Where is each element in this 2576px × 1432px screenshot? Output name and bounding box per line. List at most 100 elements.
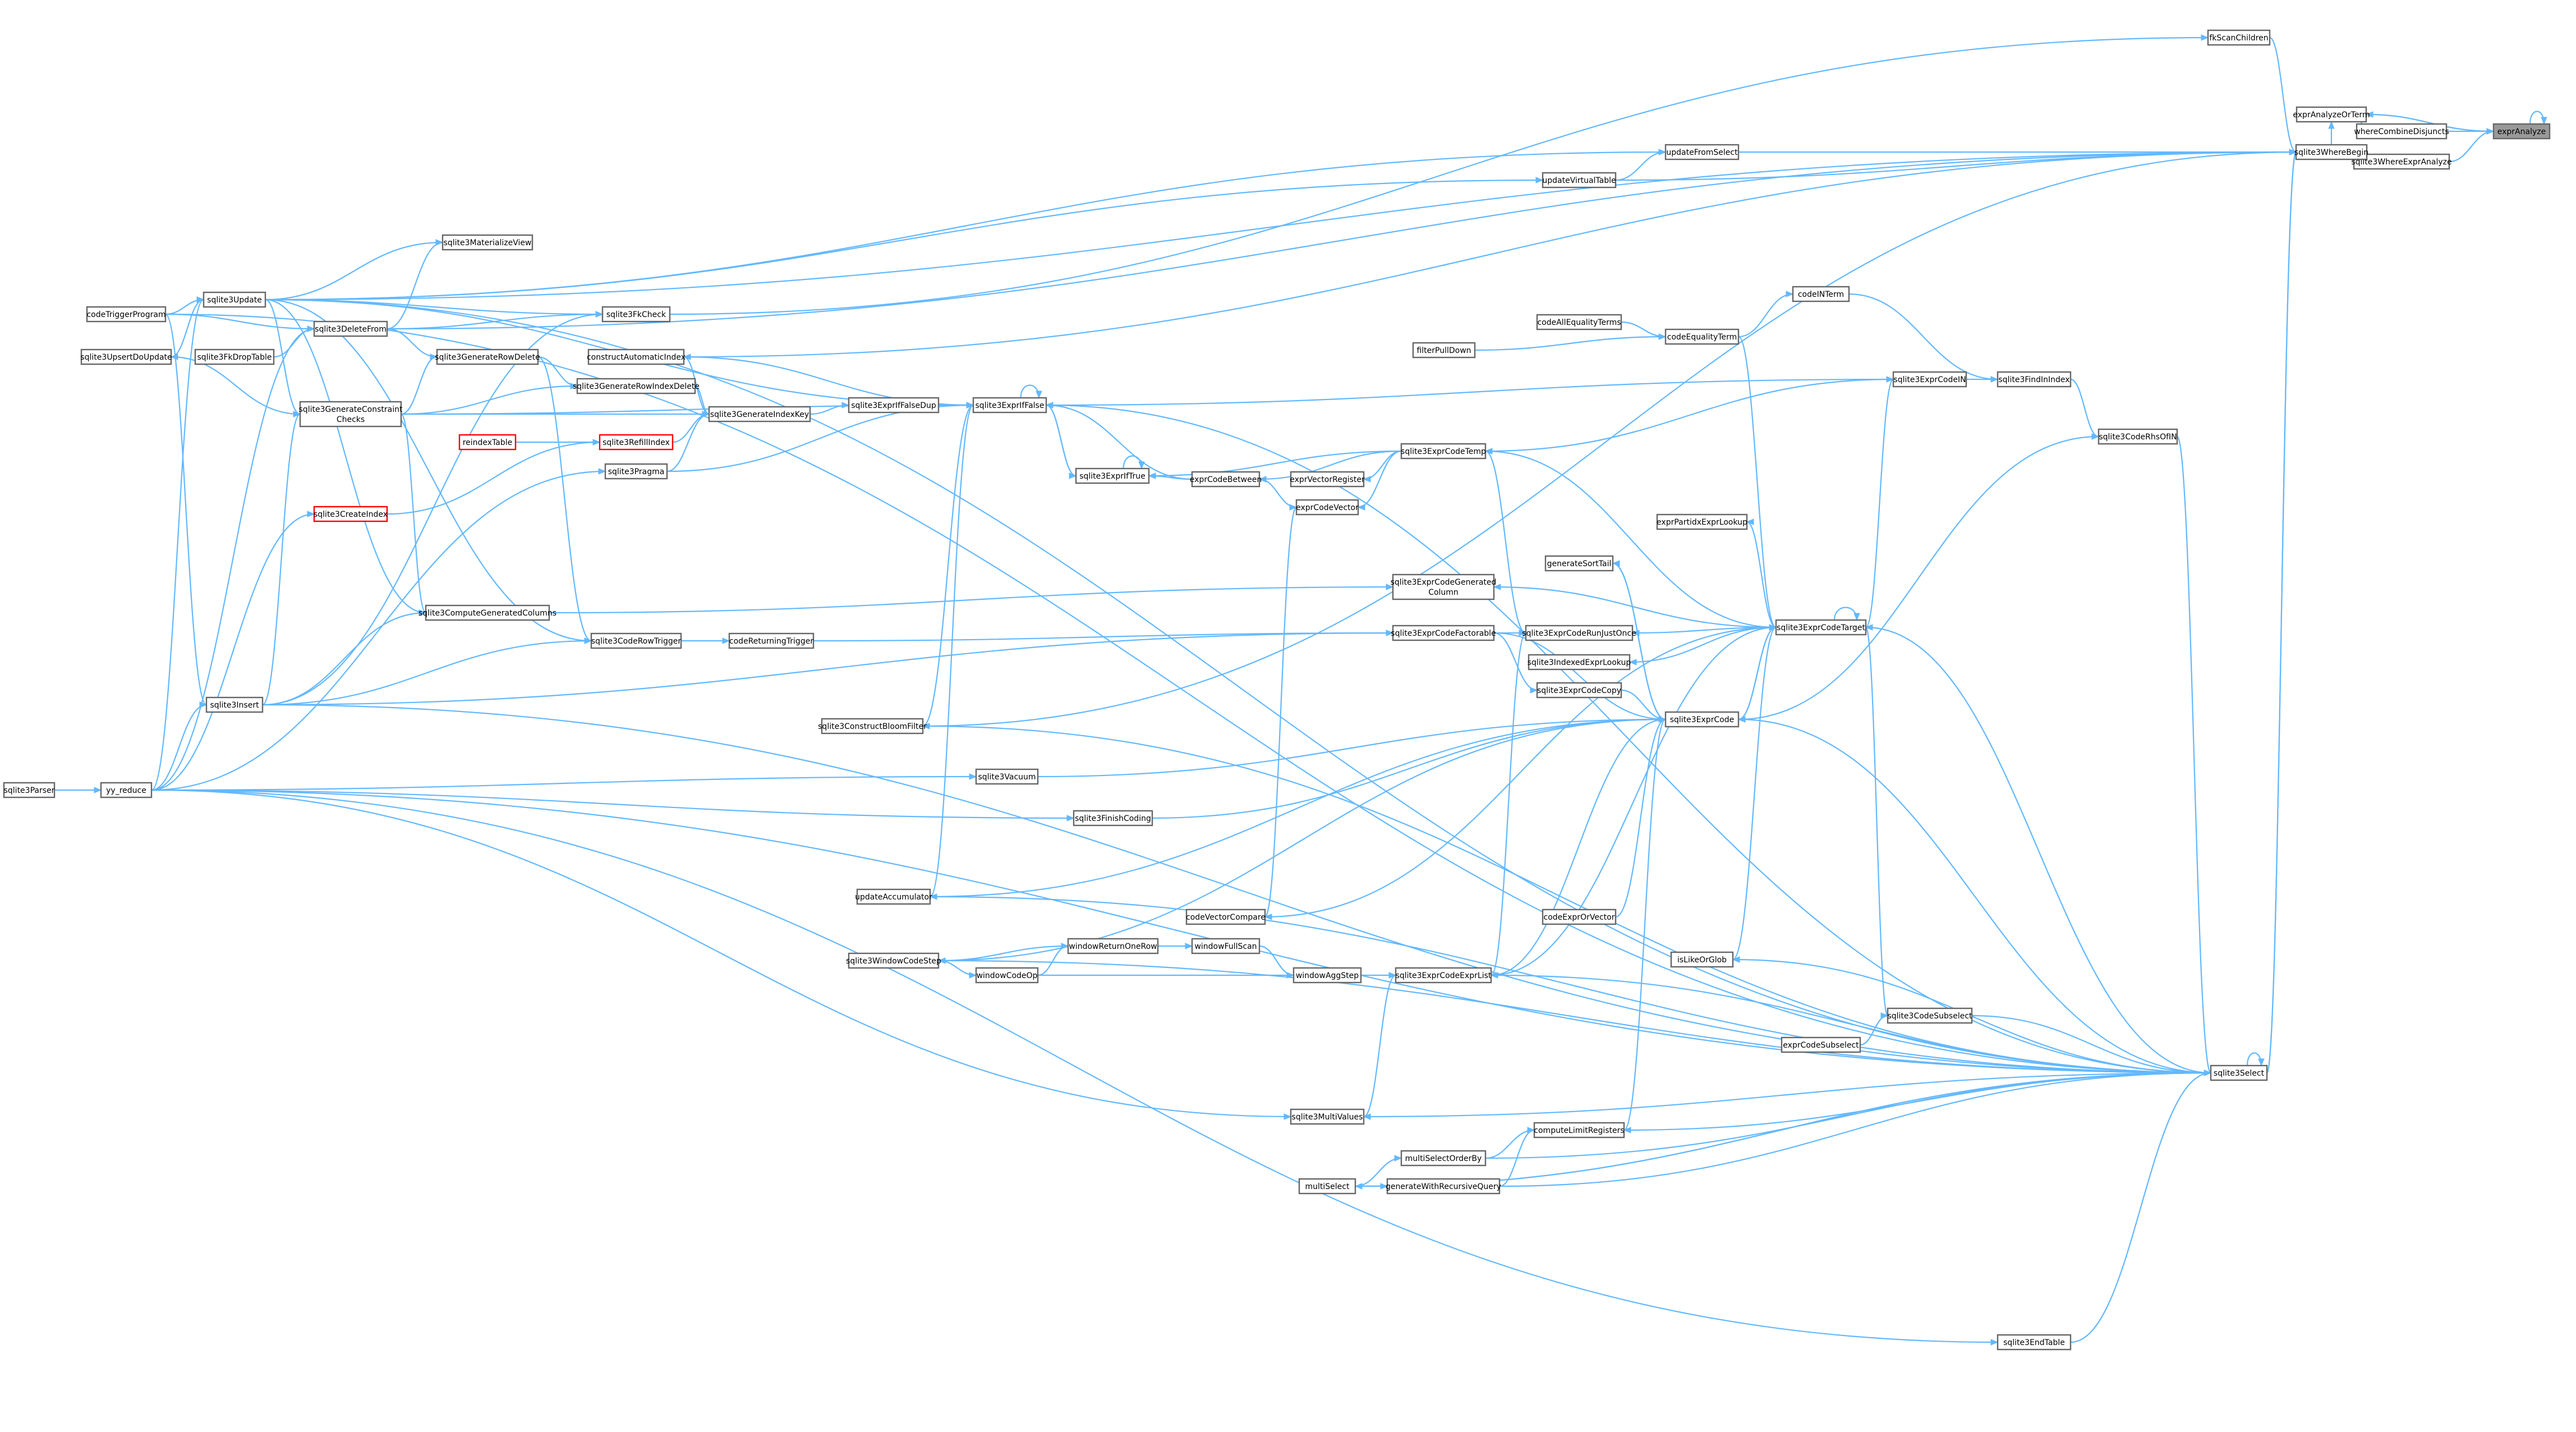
node-sqlite3-where-begin[interactable]: sqlite3WhereBegin [2294,144,2368,160]
node-expr-analyze-or-term[interactable]: exprAnalyzeOrTerm [2293,106,2370,123]
edge-sqlite3-update-to-update-virtual-table [265,177,1544,301]
node-sqlite3-finish-coding[interactable]: sqlite3FinishCoding [1073,810,1153,827]
node-is-like-or-glob[interactable]: isLikeOrGlob [1670,951,1734,968]
node-sqlite3-parser[interactable]: sqlite3Parser [3,782,56,798]
edge-line [1493,632,1666,720]
node-sqlite3-expr-if-false-dup[interactable]: sqlite3ExprIfFalseDup [848,397,940,414]
node-code-expr-or-vector[interactable]: codeExprOrVector [1542,908,1617,925]
node-code-returning-trigger[interactable]: codeReturningTrigger [728,632,815,649]
node-filter-pull-down[interactable]: filterPullDown [1412,342,1476,359]
node-sqlite3-end-table[interactable]: sqlite3EndTable [1997,1334,2072,1351]
node-sqlite3-create-index[interactable]: sqlite3CreateIndex [313,506,388,522]
node-sqlite3-generate-row-delete[interactable]: sqlite3GenerateRowDelete [435,348,540,365]
node-fk-scan-children[interactable]: fkScanChildren [2207,29,2271,46]
node-sqlite3-materialize-view[interactable]: sqlite3MaterializeView [441,234,533,251]
node-sqlite3-upsert-do-update[interactable]: sqlite3UpsertDoUpdate [80,348,172,365]
node-expr-partidx-expr-lookup[interactable]: exprPartidxExprLookup [1656,513,1748,530]
node-sqlite3-window-code-step[interactable]: sqlite3WindowCodeStep [846,952,941,969]
edge-arrowhead [1880,1012,1889,1019]
node-sqlite3-expr-if-false[interactable]: sqlite3ExprIfFalse [972,397,1047,414]
node-sqlite3-indexed-expr-lookup[interactable]: sqlite3IndexedExprLookup [1528,654,1631,671]
node-sqlite3-fk-drop-table[interactable]: sqlite3FkDropTable [194,348,275,365]
node-sqlite3-expr-code-temp[interactable]: sqlite3ExprCodeTemp [1400,443,1487,460]
node-code-equality-term[interactable]: codeEqualityTerm [1664,328,1740,345]
node-expr-vector-register[interactable]: exprVectorRegister [1290,471,1365,488]
node-yy-reduce[interactable]: yy_reduce [100,782,153,798]
node-sqlite3-generate-row-index-delete[interactable]: sqlite3GenerateRowIndexDelete [573,378,700,394]
node-sqlite3-expr-code-copy[interactable]: sqlite3ExprCodeCopy [1536,682,1622,699]
node-code-vector-compare[interactable]: codeVectorCompare [1185,908,1266,925]
node-sqlite3-code-rhs-of-in[interactable]: sqlite3CodeRhsOfIN [2097,428,2178,445]
node-compute-limit-registers[interactable]: computeLimitRegisters [1533,1122,1625,1139]
node-window-code-op[interactable]: windowCodeOp [975,967,1039,984]
edge-sqlite3-code-rhs-of-in-to-sqlite3-select [2176,435,2212,1076]
node-window-agg-step[interactable]: windowAggStep [1292,967,1362,984]
node-multi-select[interactable]: multiSelect [1298,1178,1356,1195]
edge-line [171,299,204,358]
node-sqlite3-pragma[interactable]: sqlite3Pragma [604,463,668,480]
edge-line [1491,626,1777,976]
node-sqlite3-vacuum[interactable]: sqlite3Vacuum [975,768,1039,785]
node-sqlite3-where-expr-analyze[interactable]: sqlite3WhereExprAnalyze [2351,153,2452,170]
node-update-accumulator[interactable]: updateAccumulator [855,888,932,905]
node-code-all-equality-terms[interactable]: codeAllEqualityTerms [1536,314,1622,331]
node-sqlite3-code-row-trigger[interactable]: sqlite3CodeRowTrigger [590,632,682,649]
node-sqlite3-code-subselect[interactable]: sqlite3CodeSubselect [1887,1007,1973,1024]
node-generate-sort-tail[interactable]: generateSortTail [1544,555,1614,572]
node-sqlite3-construct-bloom-filter[interactable]: sqlite3ConstructBloomFilter [818,718,927,735]
node-sqlite3-fk-check[interactable]: sqlite3FkCheck [601,306,671,323]
edge-sqlite3-expr-code-target-to-sqlite3-indexed-expr-lookup [1629,626,1777,665]
node-label: codeReturningTrigger [729,637,813,646]
node-sqlite3-expr-code[interactable]: sqlite3ExprCode [1664,711,1740,728]
node-box [1400,443,1487,460]
node-sqlite3-delete-from[interactable]: sqlite3DeleteFrom [313,320,388,337]
node-update-virtual-table[interactable]: updateVirtualTable [1542,172,1617,189]
node-sqlite3-refill-index[interactable]: sqlite3RefillIndex [599,434,674,451]
node-sqlite3-generate-index-key[interactable]: sqlite3GenerateIndexKey [708,406,811,423]
edge-arrowhead [2365,111,2373,118]
node-sqlite3-expr-code-expr-list[interactable]: sqlite3ExprCodeExprList [1395,967,1492,984]
node-sqlite3-insert[interactable]: sqlite3Insert [205,696,264,713]
edge-line [922,404,974,727]
edge-line [1865,378,1894,628]
node-sqlite3-multi-values[interactable]: sqlite3MultiValues [1290,1108,1365,1125]
edge-sqlite3-expr-code-to-generate-sort-tail [1612,560,1666,720]
node-sqlite3-expr-if-true[interactable]: sqlite3ExprIfTrue [1075,467,1150,484]
node-box [708,406,811,423]
node-update-from-select[interactable]: updateFromSelect [1664,144,1740,160]
node-expr-code-vector[interactable]: exprCodeVector [1295,499,1359,516]
node-code-interm[interactable]: codeINTerm [1792,286,1850,302]
edge-arrowhead [1530,687,1538,694]
edge-arrowhead [595,311,604,318]
edge-line [165,313,207,706]
node-expr-analyze[interactable]: exprAnalyze [2492,123,2551,140]
node-expr-code-between[interactable]: exprCodeBetween [1190,471,1262,488]
node-where-combine-disjuncts[interactable]: whereCombineDisjuncts [2354,123,2449,140]
node-window-return-one-row[interactable]: windowReturnOneRow [1067,938,1159,954]
node-multi-select-order-by[interactable]: multiSelectOrderBy [1400,1150,1487,1167]
node-generate-with-recursive-query[interactable]: generateWithRecursiveQuery [1386,1178,1501,1195]
node-box [2356,123,2448,140]
node-sqlite3-find-in-index[interactable]: sqlite3FindInIndex [1997,371,2072,388]
node-construct-automatic-index[interactable]: constructAutomaticIndex [587,348,686,365]
node-label: whereCombineDisjuncts [2354,127,2449,136]
node-sqlite3-compute-generated-columns[interactable]: sqlite3ComputeGeneratedColumns [418,604,556,621]
node-window-full-scan[interactable]: windowFullScan [1191,938,1261,954]
node-sqlite3-expr-code-run-just-once[interactable]: sqlite3ExprCodeRunJustOnce [1522,625,1636,641]
edge-line [262,313,603,706]
node-sqlite3-update[interactable]: sqlite3Update [203,291,266,308]
node-sqlite3-expr-code-factorable[interactable]: sqlite3ExprCodeFactorable [1391,625,1496,641]
edge-arrowhead [922,723,930,729]
node-box [1191,471,1261,488]
node-label: sqlite3CodeSubselect [1887,1012,1972,1021]
node-sqlite3-expr-code-in[interactable]: sqlite3ExprCodeIN [1892,371,1967,388]
node-box [299,401,402,428]
node-code-trigger-program[interactable]: codeTriggerProgram [86,306,167,323]
node-sqlite3-select[interactable]: sqlite3Select [2210,1064,2268,1081]
edge-line [1259,945,1294,976]
node-reindex-table[interactable]: reindexTable [458,434,517,451]
node-expr-code-subselect[interactable]: exprCodeSubselect [1781,1036,1861,1053]
node-sqlite3-expr-code-target[interactable]: sqlite3ExprCodeTarget [1775,619,1867,636]
